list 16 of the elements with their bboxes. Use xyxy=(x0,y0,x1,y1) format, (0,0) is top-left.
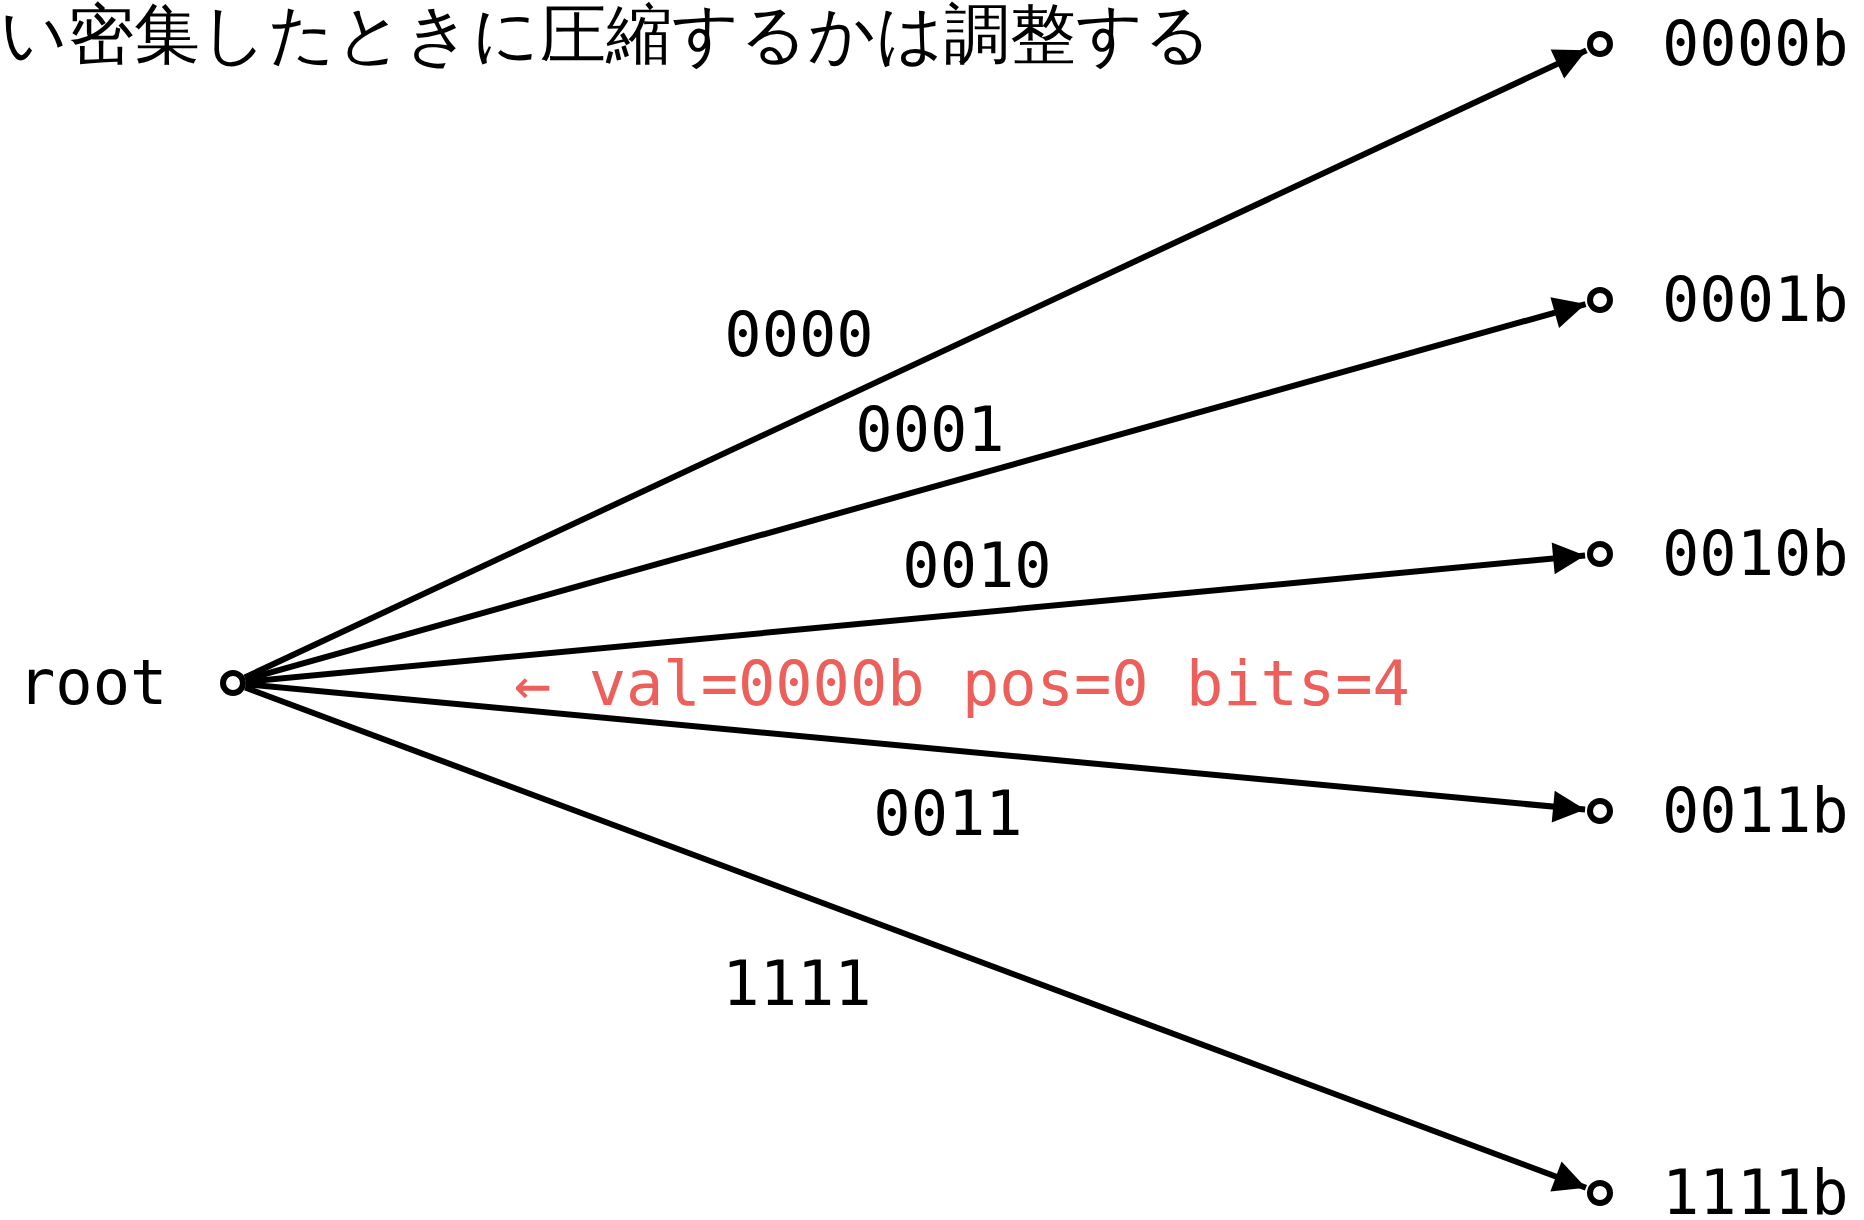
title: い密集したときに圧縮するかは調整する xyxy=(0,2,1212,68)
node-circle xyxy=(1587,31,1613,57)
node-label: 0010b xyxy=(1662,523,1849,585)
node-label: root xyxy=(18,652,168,714)
node-label: 0011b xyxy=(1662,780,1849,842)
node-label: 0000b xyxy=(1662,13,1849,75)
arrow xyxy=(245,681,1586,823)
node-label: 1111b xyxy=(1662,1162,1849,1220)
arrow xyxy=(244,684,1587,1192)
node-circle xyxy=(1587,1180,1613,1206)
arrow xyxy=(245,542,1586,685)
node-circle xyxy=(220,670,246,696)
node-circle xyxy=(1587,798,1613,824)
node-circle xyxy=(1587,287,1613,313)
node-label: 0001b xyxy=(1662,269,1849,331)
node-circle xyxy=(1587,541,1613,567)
